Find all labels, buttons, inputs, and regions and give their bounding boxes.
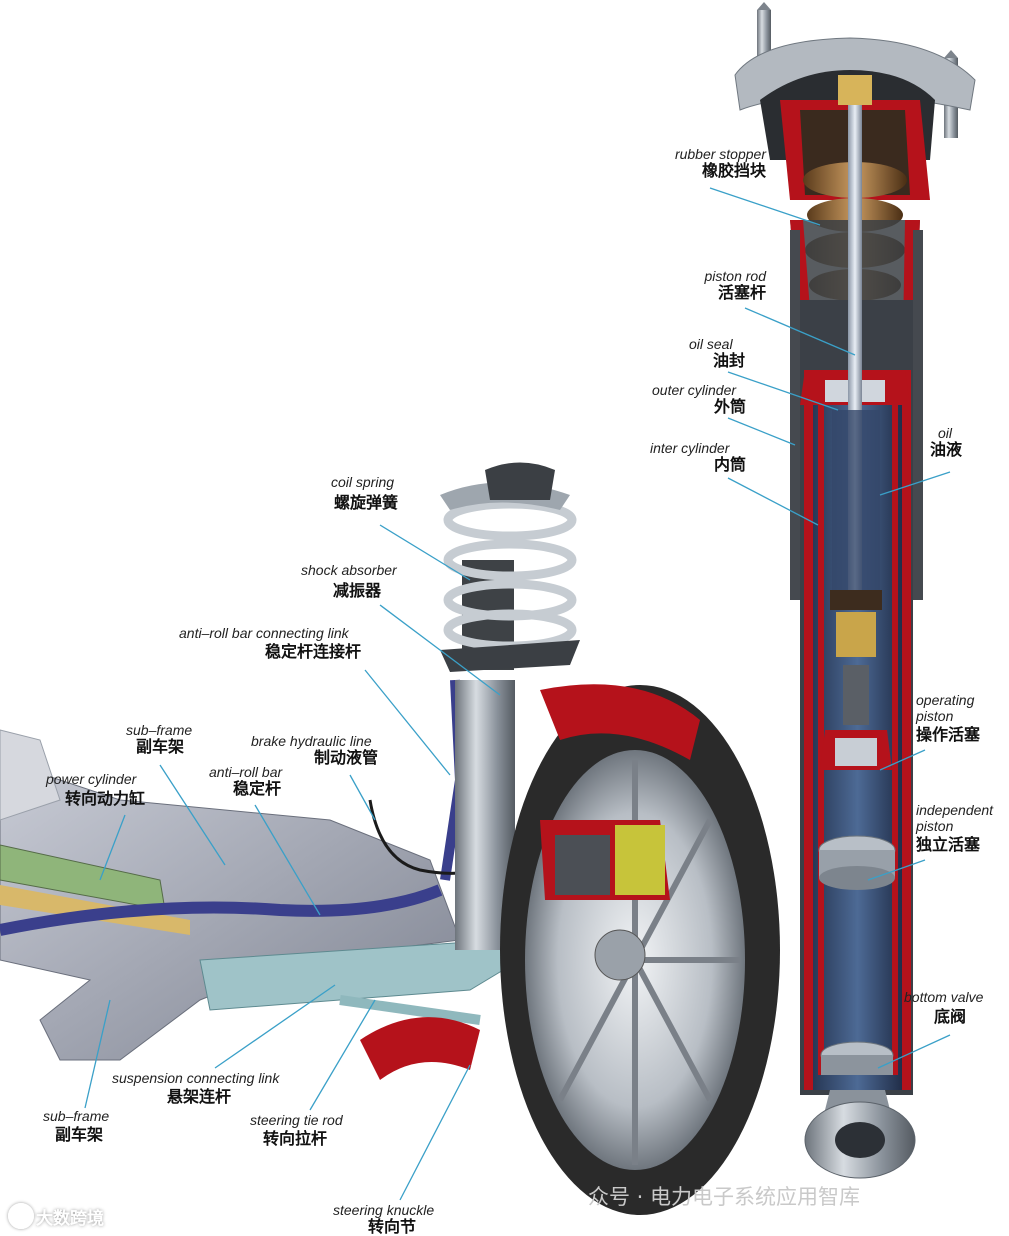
label-bottom-valve: bottom valve 底阀: [904, 989, 984, 1027]
leader-lines: [84, 187, 951, 1201]
label-anti-roll-bar: anti–roll bar 稳定杆: [209, 764, 283, 799]
label-outer-cylinder: outer cylinder 外筒: [652, 382, 747, 417]
label-oil: oil 油液: [930, 425, 963, 460]
watermark-left: 大数跨境: [36, 1209, 104, 1229]
label-steering-tie-rod: steering tie rod 转向拉杆: [250, 1112, 343, 1149]
shock-absorber-cutaway: [734, 2, 976, 1179]
label-suspension-link: suspension connecting link 悬架连杆: [112, 1070, 280, 1107]
watermark-logo-icon: [8, 1203, 34, 1229]
label-sub-frame-bottom: sub–frame 副车架: [43, 1108, 110, 1145]
label-coil-spring: coil spring 螺旋弹簧: [331, 474, 399, 513]
label-oil-seal: oil seal 油封: [689, 336, 746, 371]
label-rubber-stopper: rubber stopper 橡胶挡块: [674, 146, 766, 181]
suspension-assembly: [0, 462, 780, 1215]
label-piston-rod: piston rod 活塞杆: [704, 268, 766, 303]
label-power-cylinder: power cylinder 转向动力缸: [46, 771, 146, 809]
label-anti-roll-link: anti–roll bar connecting link 稳定杆连接杆: [179, 625, 362, 662]
label-inter-cylinder: inter cylinder 内筒: [650, 440, 747, 475]
label-shock-absorber: shock absorber 减振器: [301, 562, 397, 601]
label-independent-piston: independent piston 独立活塞: [916, 802, 994, 855]
label-sub-frame-top: sub–frame 副车架: [126, 722, 193, 757]
label-steering-knuckle: steering knuckle 转向节: [333, 1202, 435, 1236]
label-brake-line: brake hydraulic line 制动液管: [251, 733, 379, 768]
label-operating-piston: operating piston 操作活塞: [916, 692, 981, 745]
watermark-right: 众号 · 电力电子系统应用智库: [588, 1185, 861, 1209]
